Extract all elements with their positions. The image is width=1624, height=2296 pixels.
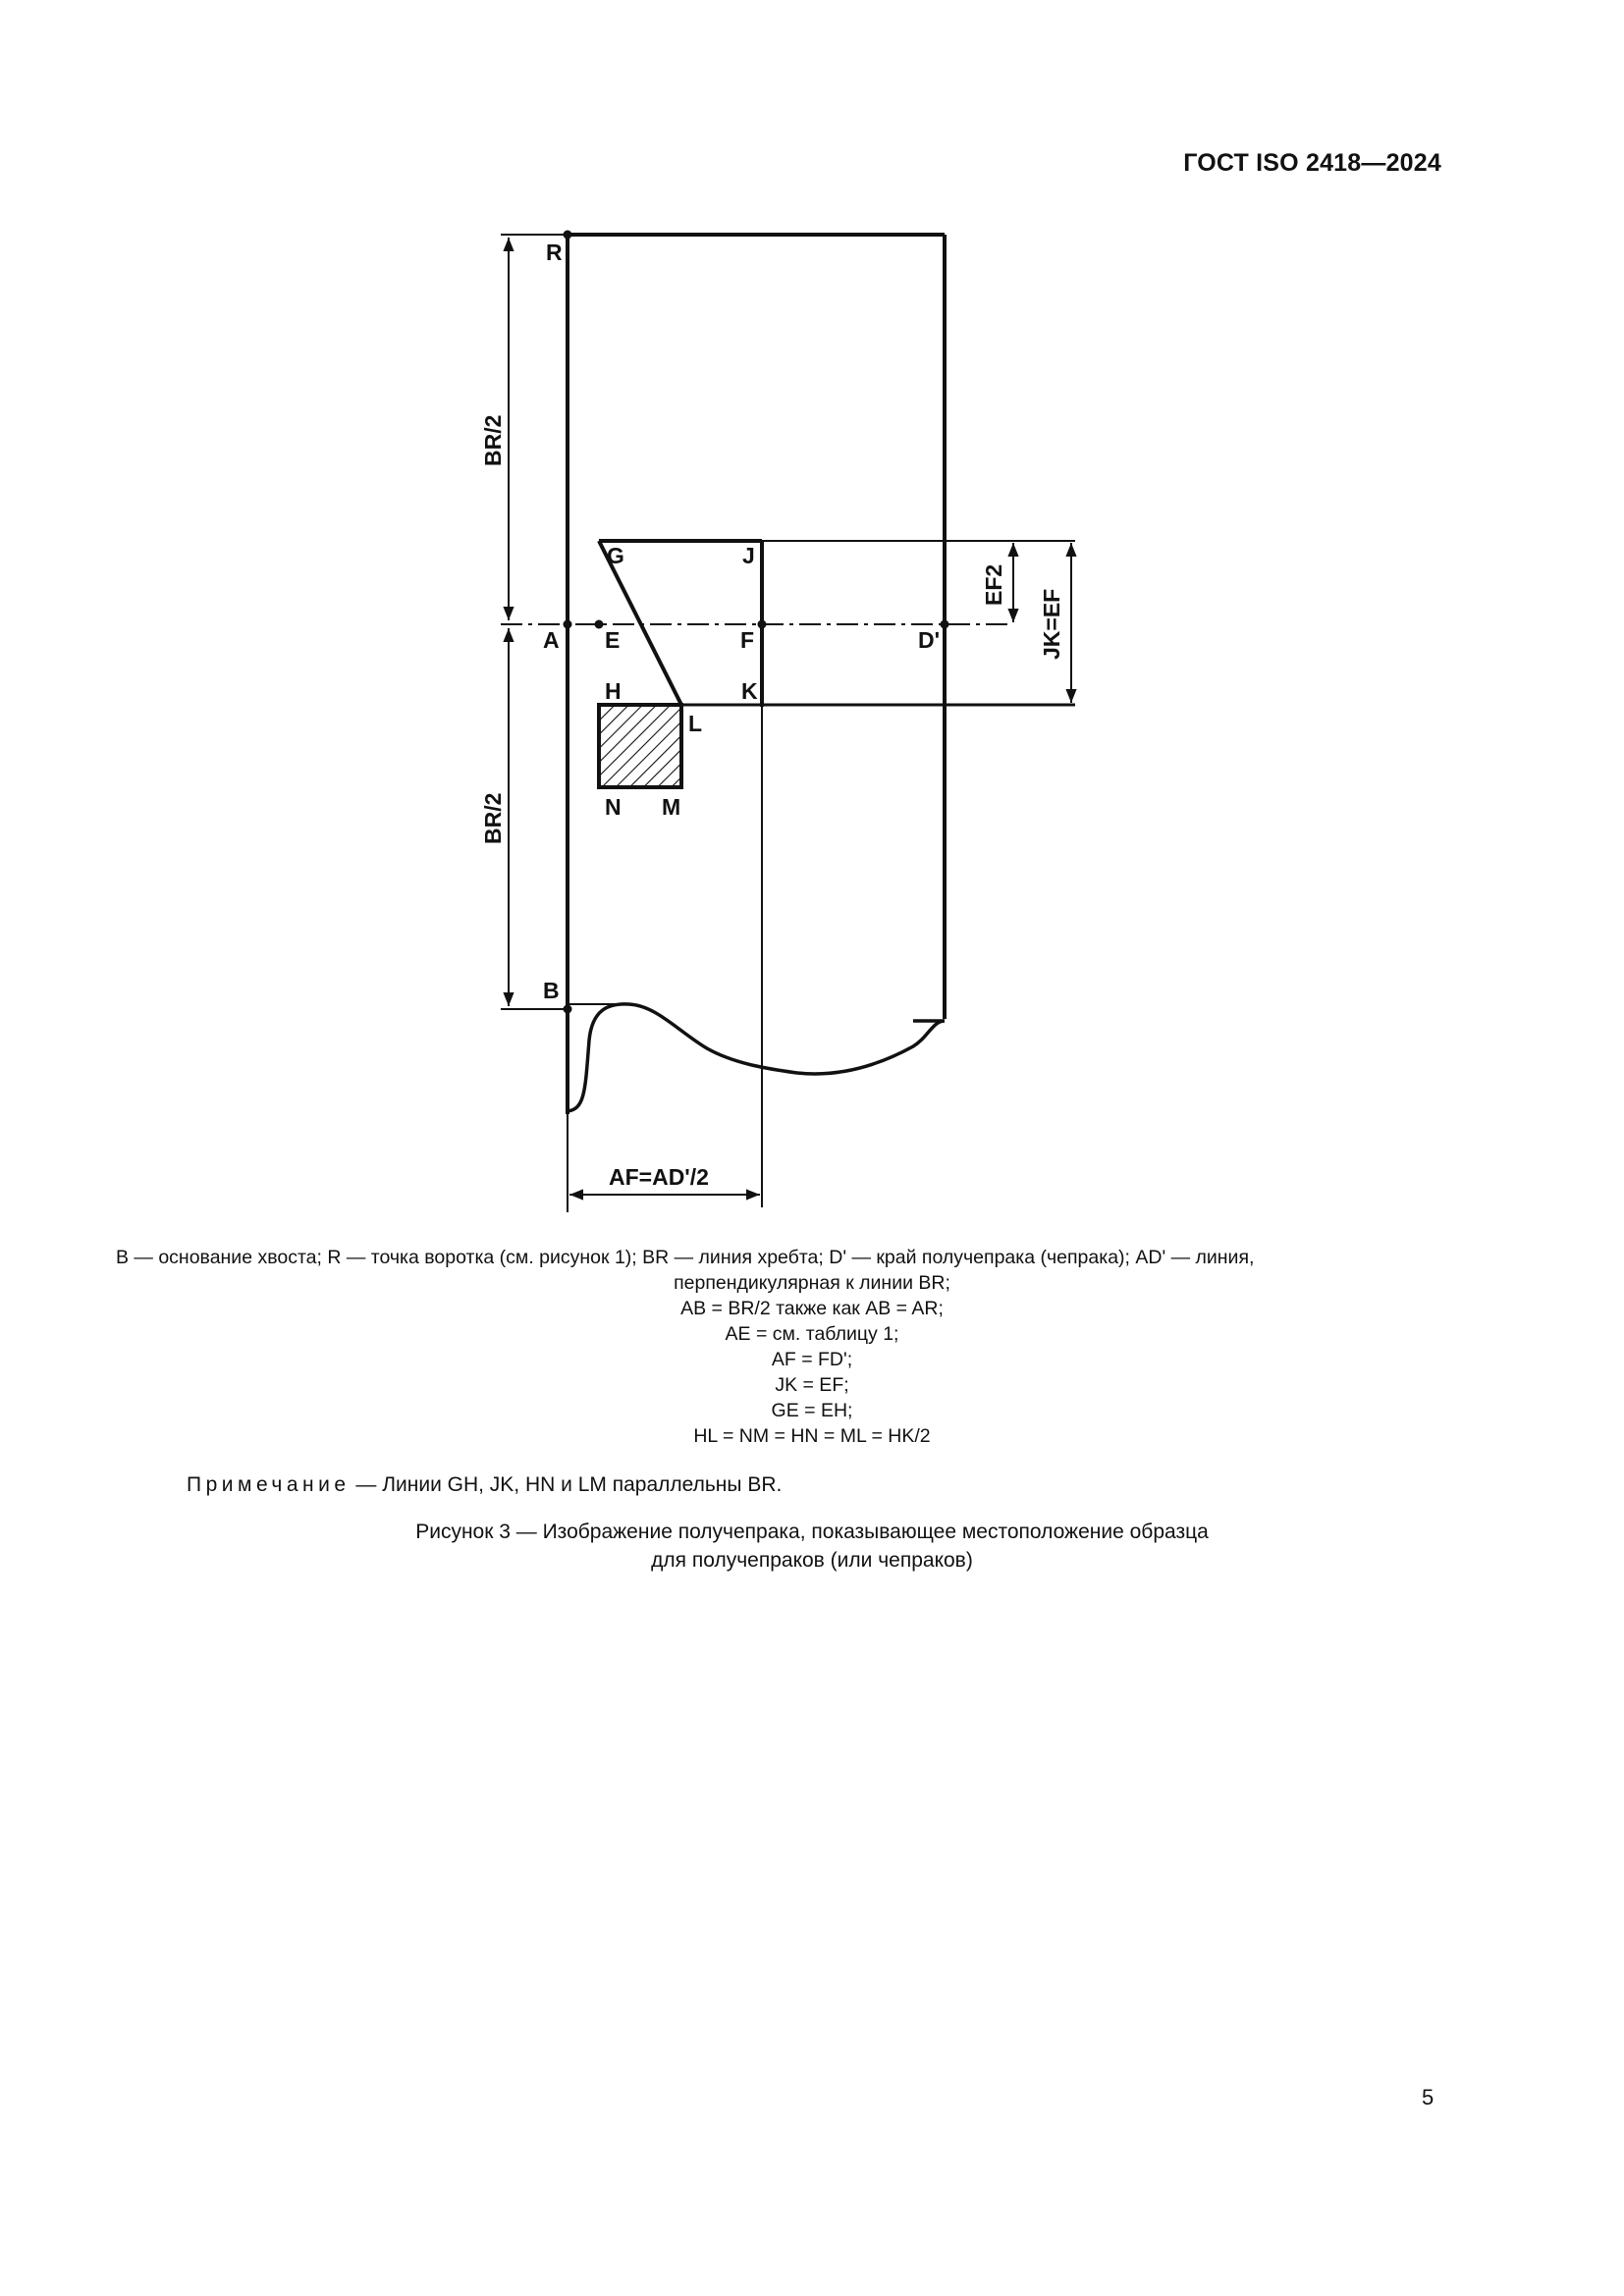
legend-line-5: AF = FD'; — [771, 1349, 853, 1370]
figure-note: Примечание — Линии GH, JK, HN и LM парал… — [187, 1473, 782, 1497]
standard-code-header: ГОСТ ISO 2418—2024 — [1183, 149, 1441, 177]
label-point-d-prime: D' — [918, 627, 940, 653]
label-point-l: L — [688, 711, 702, 736]
label-point-e: E — [605, 627, 620, 653]
legend-line-8: HL = NM = HN = ML = HK/2 — [693, 1425, 931, 1447]
label-point-b: B — [543, 978, 560, 1003]
legend-line-7: GE = EH; — [771, 1400, 853, 1421]
hide-outline — [566, 233, 947, 1114]
figure-3-diagram: R A E F D' G J H K L N M B BR/2 BR/2 EF2… — [480, 230, 1077, 1212]
dim-label-af-ad: AF=AD'/2 — [609, 1164, 709, 1190]
dim-label-jk-ef: JK=EF — [1039, 589, 1064, 660]
label-point-h: H — [605, 678, 622, 704]
figure-legend: перпендикулярная к линии BR; AB = BR/2 т… — [0, 1245, 1624, 1449]
label-point-j: J — [742, 543, 755, 568]
line-gl — [597, 540, 683, 706]
dim-label-br2-upper: BR/2 — [480, 415, 506, 466]
caption-line-2: для получепраков (или чепраков) — [651, 1549, 973, 1572]
label-point-f: F — [740, 627, 754, 653]
legend-line-4: AE = см. таблицу 1; — [725, 1323, 899, 1345]
label-point-m: M — [662, 794, 680, 820]
label-point-r: R — [546, 240, 563, 265]
legend-line-3: AB = BR/2 также как AB = AR; — [680, 1298, 944, 1319]
label-point-n: N — [605, 794, 622, 820]
sample-area-hatched — [597, 703, 683, 789]
dim-label-br2-lower: BR/2 — [480, 793, 506, 844]
note-label: Примечание — [187, 1473, 351, 1496]
caption-line-1: Рисунок 3 — Изображение получепрака, пок… — [415, 1521, 1209, 1543]
label-point-g: G — [607, 543, 624, 568]
figure-caption: Рисунок 3 — Изображение получепрака, пок… — [0, 1518, 1624, 1575]
label-point-k: K — [741, 678, 758, 704]
dim-label-ef2: EF2 — [981, 564, 1006, 606]
legend-line-6: JK = EF; — [775, 1374, 849, 1396]
legend-line-2: перпендикулярная к линии BR; — [674, 1272, 950, 1294]
page-number: 5 — [1422, 2085, 1435, 2109]
label-point-a: A — [543, 627, 560, 653]
note-text: — Линии GH, JK, HN и LM параллельны BR. — [350, 1473, 783, 1496]
legend-line-1: B — основание хвоста; R — точка воротка … — [116, 1247, 1255, 1268]
